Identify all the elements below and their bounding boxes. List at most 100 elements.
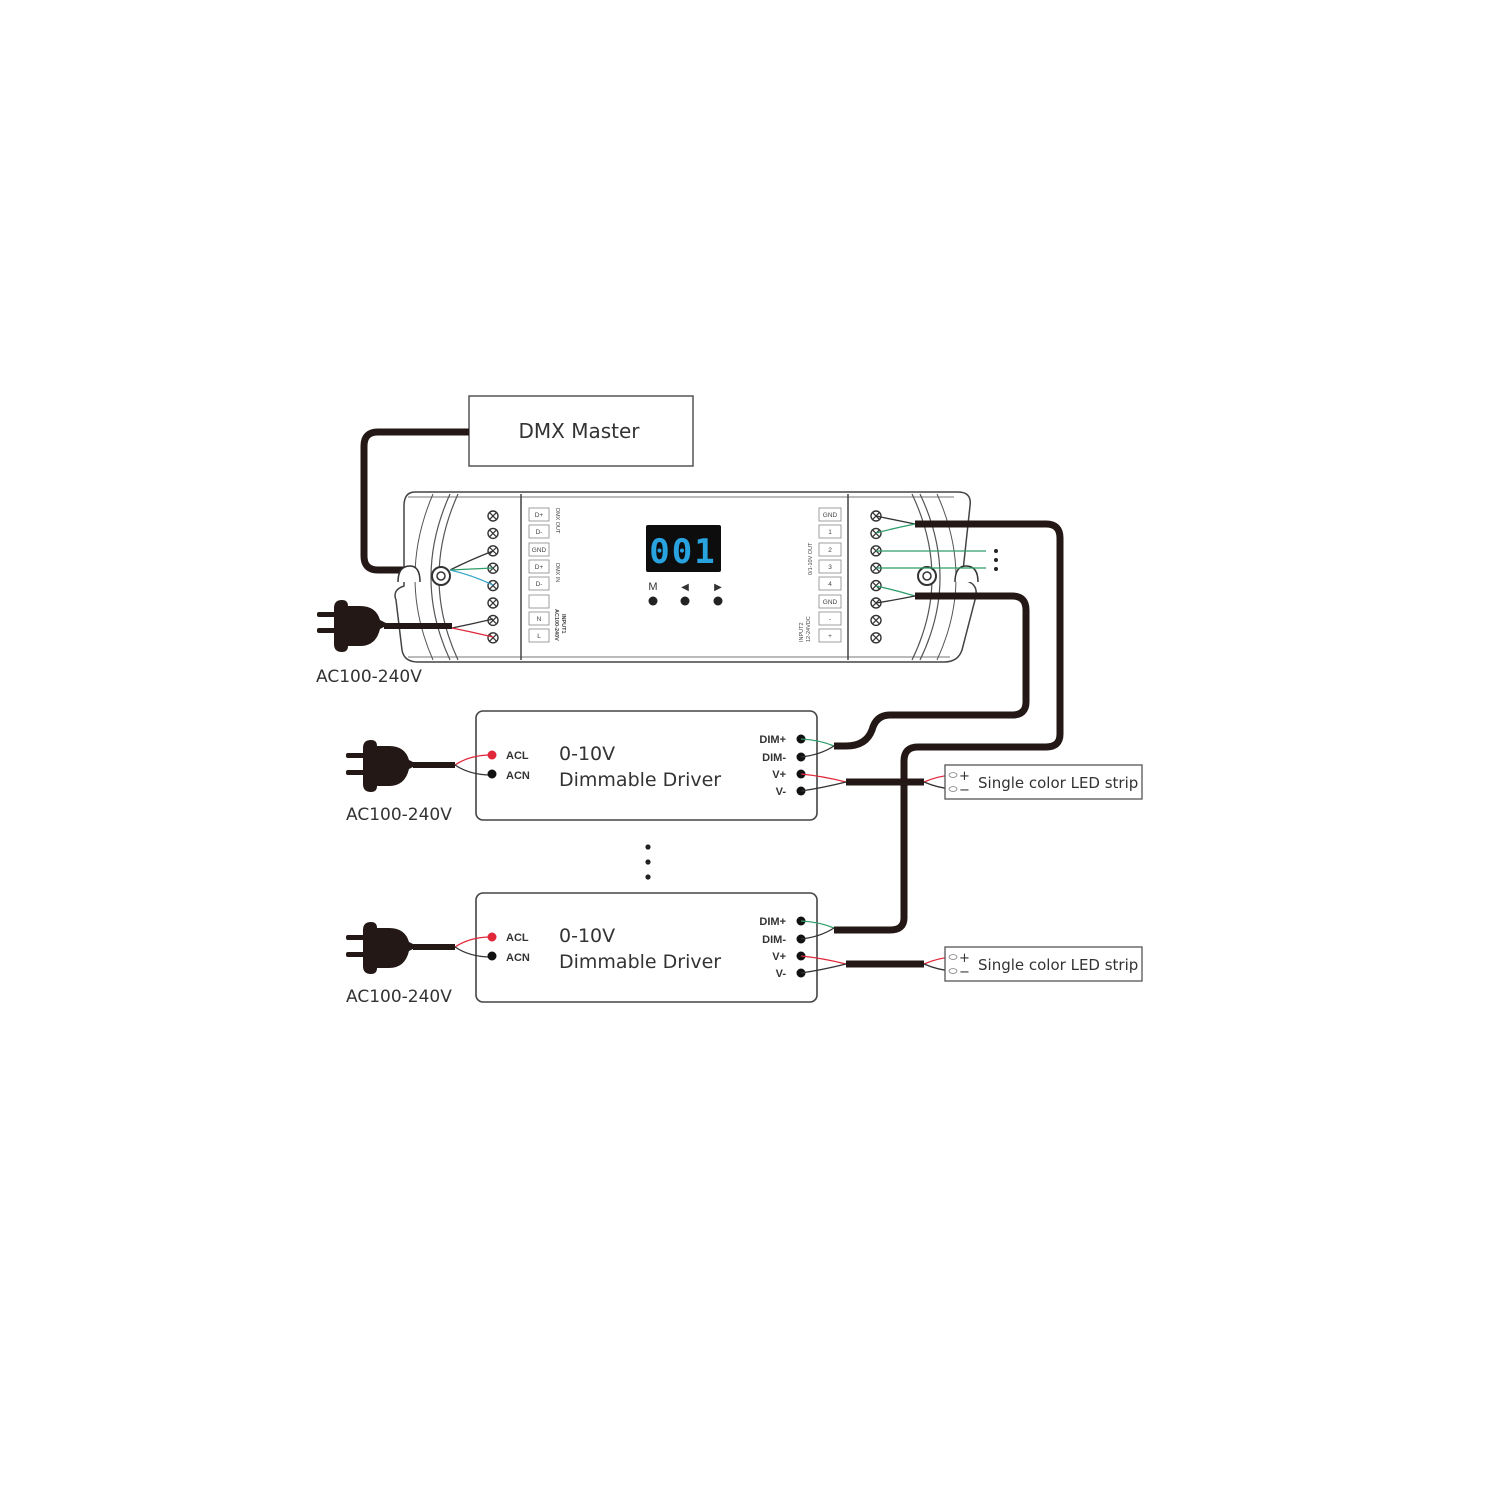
svg-text:N: N (537, 616, 542, 623)
terminal-label: D- (528, 524, 550, 539)
svg-text:-: - (829, 616, 831, 623)
driver-subtitle: Dimmable Driver (559, 951, 721, 973)
terminal-label: N (528, 611, 550, 626)
mode-button-label: M (648, 581, 657, 593)
driver-subtitle: Dimmable Driver (559, 769, 721, 791)
left-button[interactable] (680, 596, 690, 606)
right-button-label: ▶ (714, 582, 722, 593)
driver-title: 0-10V (559, 743, 615, 765)
decoder-buttons: M ◀ ▶ (648, 581, 723, 606)
terminal-label: + (818, 628, 842, 643)
decoder-display: 001 (646, 525, 721, 572)
dc-terminal-label: V+ (772, 951, 786, 963)
led-strip-box: +−Single color LED strip (944, 764, 1143, 800)
mains-voltage-label: AC100-240V (346, 805, 452, 825)
screw-terminal (487, 579, 499, 592)
svg-text:3: 3 (828, 564, 832, 571)
plug-icon (317, 600, 386, 652)
right-button[interactable] (713, 596, 723, 606)
dc-terminal-label: DIM+ (759, 916, 786, 928)
mode-button[interactable] (648, 596, 658, 606)
input2-voltage-label: 12-24VDC (806, 616, 812, 642)
led-strip-box: +−Single color LED strip (944, 946, 1143, 982)
terminal-label: 4 (818, 576, 842, 591)
svg-text:D-: D- (536, 529, 543, 536)
led-plus-label: + (959, 951, 970, 966)
svg-text:L: L (537, 633, 541, 640)
screw-terminal (870, 614, 882, 627)
screw-terminal (870, 527, 882, 540)
screw-terminal (487, 510, 499, 522)
plug-icon (346, 740, 415, 792)
screw-terminal (487, 545, 499, 557)
led-plus-label: + (959, 769, 970, 784)
display-value: 001 (649, 532, 716, 572)
dc-terminal-label: V- (776, 786, 787, 798)
screw-terminal (870, 632, 882, 644)
acl-label: ACL (506, 932, 529, 944)
acn-label: ACN (506, 952, 530, 964)
plug-icon (346, 922, 415, 974)
decoder-left-wires (449, 550, 494, 638)
led-strip-label: Single color LED strip (978, 774, 1138, 792)
screw-terminal (870, 579, 882, 592)
svg-text:1: 1 (828, 529, 832, 536)
terminal-label: - (818, 611, 842, 626)
terminal-label: L (528, 628, 550, 643)
terminal-label: D- (528, 576, 550, 591)
screw-terminal (487, 597, 499, 609)
dc-terminal-label: V+ (772, 769, 786, 781)
terminal-label: D+ (528, 507, 550, 522)
svg-text:D+: D+ (535, 512, 544, 519)
control-cable-driver-1 (834, 592, 1030, 750)
svg-text:2: 2 (828, 547, 832, 554)
dmx-out-label: DMX OUT (554, 508, 560, 534)
led-strip-label: Single color LED strip (978, 956, 1138, 974)
more-drivers-ellipsis (645, 844, 651, 880)
left-terminal-labels: D+ D- GND D+ D- N L DMX OUT DMX IN INPUT… (528, 507, 566, 643)
dmx-master-box: DMX Master (468, 395, 694, 467)
dc-terminal-label: DIM- (762, 752, 786, 764)
svg-text:GND: GND (823, 512, 838, 519)
mains-voltage-label: AC100-240V (316, 667, 422, 687)
ellipsis-channels (994, 549, 998, 571)
decoder-right-wires (875, 515, 986, 604)
svg-text:D-: D- (536, 581, 543, 588)
terminal-label: 2 (818, 542, 842, 557)
dmx-cable (360, 428, 469, 574)
led-minus-label: − (959, 783, 970, 798)
svg-text:D+: D+ (535, 564, 544, 571)
input1-label: INPUT1 (560, 614, 566, 634)
svg-text:+: + (828, 633, 832, 640)
dmx-decoder (394, 491, 979, 663)
svg-text:GND: GND (532, 547, 547, 554)
terminal-label: GND (528, 542, 550, 557)
screw-terminal (487, 527, 499, 540)
dc-terminal-label: V- (776, 968, 787, 980)
acl-terminal (487, 932, 497, 942)
dmx-in-label: DMX IN (554, 563, 560, 582)
output-label: 0/1-10V OUT (808, 542, 814, 575)
screw-terminals (487, 510, 882, 644)
mains-voltage-label: AC100-240V (346, 987, 452, 1007)
left-button-label: ◀ (681, 582, 689, 593)
screw-terminal (487, 632, 499, 644)
svg-text:GND: GND (823, 599, 838, 606)
acn-terminal (487, 951, 497, 961)
input2-label: INPUT2 (799, 622, 805, 642)
acl-label: ACL (506, 750, 529, 762)
terminal-label: GND (818, 594, 842, 609)
decoder-mains-plug: AC100-240V (316, 600, 452, 687)
terminal-label: 1 (818, 524, 842, 539)
terminal-label: GND (818, 507, 842, 522)
dmx-master-label: DMX Master (518, 419, 640, 443)
svg-text:4: 4 (828, 581, 832, 588)
acn-label: ACN (506, 770, 530, 782)
acn-terminal (487, 769, 497, 779)
terminal-label: D+ (528, 559, 550, 574)
led-minus-label: − (959, 965, 970, 980)
right-terminal-labels: GND 1 2 3 4 GND - + 0/1-10V OUT INPUT2 1… (799, 507, 842, 643)
control-cable-driver-2 (834, 520, 1064, 934)
